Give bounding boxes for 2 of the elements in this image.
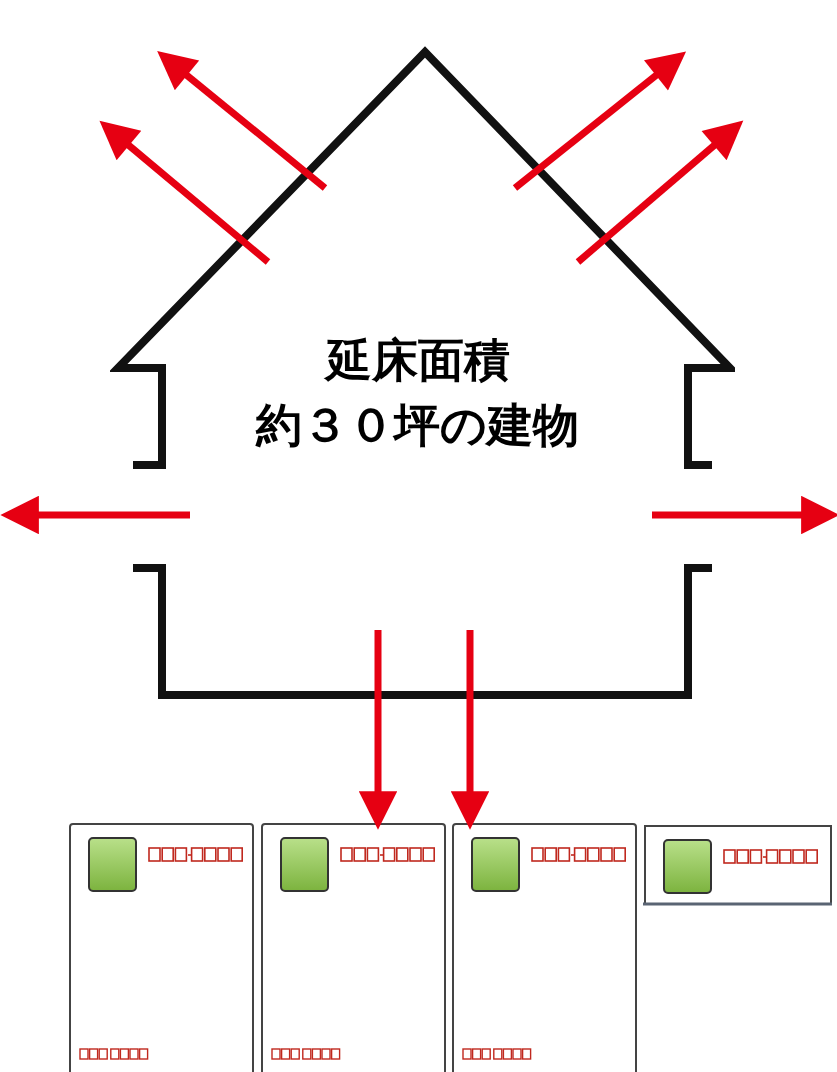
node-text: 約３０坪の建物	[254, 400, 580, 451]
node-heading: 延床面積	[323, 335, 511, 386]
